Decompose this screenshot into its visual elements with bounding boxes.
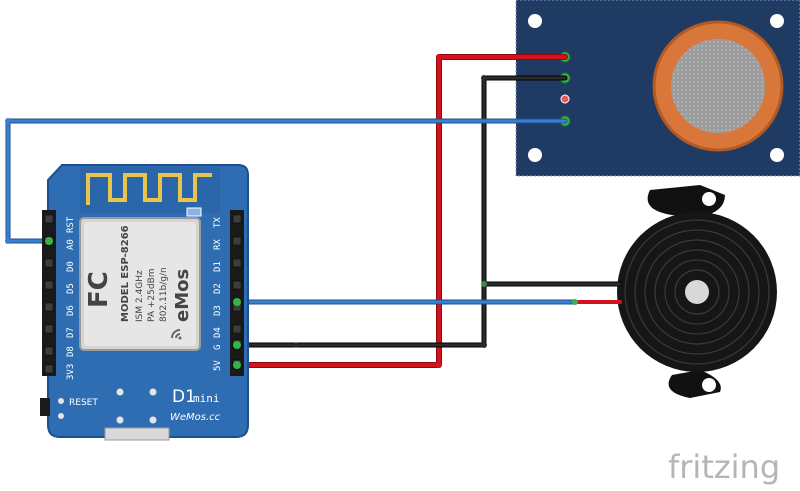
wemos-d1-mini-board: FC MODEL ESP-8266 ISM 2.4GHz PA +25dBm 8… bbox=[40, 164, 249, 441]
mount-hole bbox=[770, 148, 784, 162]
fcc-logo: FC bbox=[84, 271, 114, 308]
pin-label-5v: 5V bbox=[213, 360, 223, 371]
buzzer-center bbox=[685, 280, 709, 304]
via-hole bbox=[116, 416, 124, 424]
pin-label-rx: RX bbox=[213, 239, 223, 250]
pin-label-d5: D5 bbox=[66, 283, 76, 294]
pin-label-d2: D2 bbox=[213, 283, 223, 294]
right-header bbox=[230, 210, 244, 376]
via-hole bbox=[149, 388, 157, 396]
pin-label-rst: RST bbox=[66, 216, 76, 233]
module-spec-2: PA +25dBm bbox=[147, 268, 157, 322]
brand-logo-text: eMos bbox=[172, 269, 193, 322]
wemos-logo: eMos bbox=[172, 269, 193, 322]
pin-label-tx: TX bbox=[213, 217, 223, 228]
via-hole bbox=[149, 416, 157, 424]
wifi-antenna bbox=[80, 167, 220, 213]
wires bbox=[5, 54, 623, 368]
mount-hole bbox=[528, 14, 542, 28]
esp8266-module: FC MODEL ESP-8266 ISM 2.4GHz PA +25dBm 8… bbox=[79, 217, 201, 351]
module-model: MODEL ESP-8266 bbox=[120, 225, 131, 322]
board-url: WeMos.cc bbox=[170, 412, 221, 423]
pin-label-d1: D1 bbox=[213, 261, 223, 272]
pin-label-d0: D0 bbox=[66, 261, 76, 272]
mount-hole bbox=[528, 148, 542, 162]
board-title: D1 bbox=[172, 387, 196, 407]
pin-label-3v3: 3V3 bbox=[66, 364, 76, 380]
module-spec-1: ISM 2.4GHz bbox=[135, 270, 145, 322]
fritzing-watermark: fritzing bbox=[668, 448, 780, 486]
reset-label: RESET bbox=[69, 398, 98, 408]
left-pin-labels: RST A0 D0 D5 D6 D7 D8 3V3 bbox=[66, 216, 76, 380]
pin-label-d7: D7 bbox=[66, 327, 76, 338]
gas-sensor-module bbox=[515, 0, 800, 177]
wifi-icon bbox=[171, 329, 182, 340]
mount-hole bbox=[770, 14, 784, 28]
pin-label-g: G bbox=[213, 345, 223, 350]
piezo-buzzer bbox=[617, 185, 777, 398]
pin-label-d8: D8 bbox=[66, 346, 76, 357]
pin-label-d3: D3 bbox=[213, 305, 223, 316]
via-hole bbox=[116, 388, 124, 396]
smd-component bbox=[186, 207, 202, 217]
board-title-suffix: mini bbox=[193, 392, 220, 405]
pin-label-d6: D6 bbox=[66, 305, 76, 316]
gas-sensor-element bbox=[652, 20, 784, 152]
right-pin-labels: TX RX D1 D2 D3 D4 G 5V bbox=[213, 217, 223, 371]
module-spec-3: 802.11b/g/n bbox=[159, 267, 169, 322]
pin-label-d4: D4 bbox=[213, 327, 223, 338]
left-header bbox=[42, 210, 56, 376]
usb-port bbox=[104, 427, 170, 441]
reset-button: RESET bbox=[40, 398, 98, 419]
status-led bbox=[560, 94, 570, 104]
pin-label-a0: A0 bbox=[66, 239, 76, 250]
